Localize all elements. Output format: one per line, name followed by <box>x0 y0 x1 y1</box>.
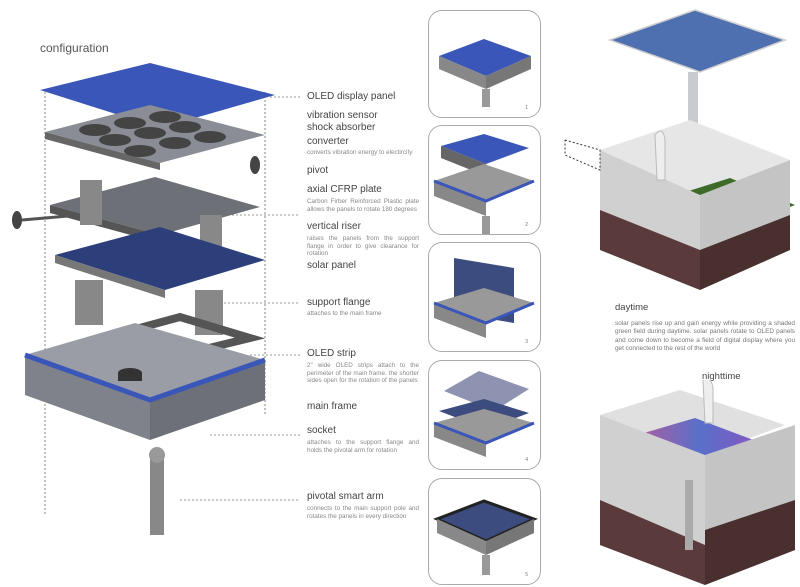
page-title: configuration <box>40 41 109 55</box>
desc-support-flange: attaches to the main frame <box>307 310 382 317</box>
oled-display-panel <box>40 63 275 128</box>
nighttime-title: nighttime <box>702 371 741 382</box>
daytime-title: daytime <box>615 302 649 313</box>
daytime-render <box>564 9 795 290</box>
label-oled-display-panel: OLED display panel <box>307 91 396 102</box>
desc-axial-cfrp-plate: Carbon Firber Reinforced Plastic plate a… <box>307 198 419 213</box>
desc-oled-strip: 2" wide OLED strips attach to the perime… <box>307 362 419 385</box>
step-card-4: 4 <box>428 360 541 470</box>
step-card-3: 3 <box>428 242 541 352</box>
desc-vertical-riser: raises the panels from the support flang… <box>307 235 419 258</box>
label-converter: converter <box>307 136 349 147</box>
nighttime-render <box>600 380 795 585</box>
desc-pivotal-smart-arm: connects to the main support pole and ro… <box>307 505 419 520</box>
label-shock-absorber: shock absorber <box>307 122 376 133</box>
label-vibration-sensor: vibration sensor <box>307 110 378 121</box>
step-card-2: 2 <box>428 125 541 235</box>
desc-converter: converts vibration energy to electircity <box>307 149 413 156</box>
exploded-assembly-diagram <box>12 63 300 535</box>
daytime-description: solar panels rise up and gain energy whi… <box>615 320 795 352</box>
step-number: 2 <box>525 222 528 228</box>
solar-panel <box>55 227 265 290</box>
step-card-1: 1 <box>428 10 541 118</box>
shock-absorbers <box>79 111 226 157</box>
label-oled-strip: OLED strip <box>307 348 356 359</box>
label-main-frame: main frame <box>307 401 358 412</box>
label-socket: socket <box>307 425 336 436</box>
step-card-5: 5 <box>428 478 541 585</box>
desc-socket: attaches to the support flange and holds… <box>307 439 419 454</box>
step-number: 4 <box>525 457 528 463</box>
label-axial-cfrp-plate: axial CFRP plate <box>307 184 382 195</box>
label-support-flange: support flange <box>307 297 371 308</box>
label-pivotal-smart-arm: pivotal smart arm <box>307 491 384 502</box>
label-solar-panel: solar panel <box>307 260 356 271</box>
step-number: 3 <box>525 339 528 345</box>
label-pivot: pivot <box>307 165 329 176</box>
label-vertical-riser: vertical riser <box>307 221 361 232</box>
step-number: 1 <box>525 105 528 111</box>
step-number: 5 <box>525 572 528 578</box>
